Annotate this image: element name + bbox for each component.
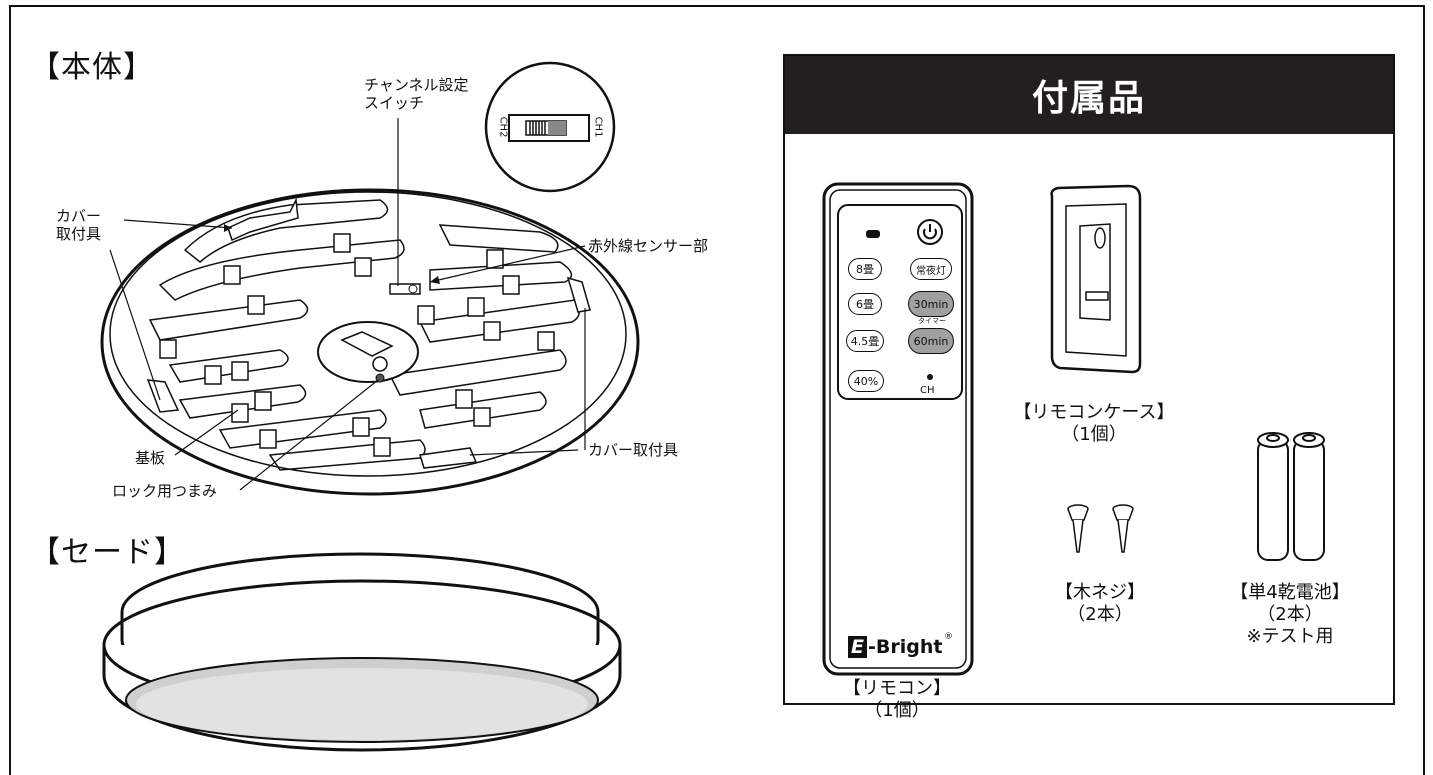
batteries-label: 【単4乾電池】 xyxy=(1230,582,1350,603)
timer-caption: タイマー xyxy=(918,317,946,325)
remote-button-6jo: 6畳 xyxy=(848,293,882,315)
cover-mount-right-label: カバー取付具 xyxy=(588,441,679,459)
remote-count: （1個） xyxy=(864,700,930,721)
diagram-frame xyxy=(9,5,1425,775)
remote-label: 【リモコン】 xyxy=(843,678,951,699)
screws-illustration xyxy=(1067,504,1134,553)
batteries-note: ※テスト用 xyxy=(1246,626,1334,647)
remote-case-label: 【リモコンケース】 xyxy=(1013,402,1175,423)
remote-button-45jo: 4.5畳 xyxy=(846,330,884,352)
batteries-illustration xyxy=(1257,432,1325,561)
remote-button-40pct: 40% xyxy=(848,370,884,392)
brand-mark: E xyxy=(848,636,867,658)
remote-button-8jo: 8畳 xyxy=(848,258,882,280)
remote-ch-label: CH xyxy=(920,385,935,396)
shade-heading: 【セード】 xyxy=(30,535,185,570)
board-label: 基板 xyxy=(135,449,166,467)
wood-screws-count: （2本） xyxy=(1067,604,1133,625)
ir-sensor-label: 赤外線センサー部 xyxy=(588,237,709,255)
lock-knob-label: ロック用つまみ xyxy=(112,482,218,500)
remote-button-60min: 60min xyxy=(908,328,954,354)
accessories-panel: 付属品 xyxy=(783,54,1395,705)
accessories-title: 付属品 xyxy=(785,56,1393,134)
wood-screws-label: 【木ネジ】 xyxy=(1055,582,1145,603)
cover-mount-left-label: カバー 取付具 xyxy=(56,207,102,243)
channel-switch-label: チャンネル設定 スイッチ xyxy=(364,76,469,112)
brand-name: -Bright xyxy=(868,636,943,658)
batteries-count: （2本） xyxy=(1257,604,1323,625)
shade-illustration xyxy=(102,552,622,752)
main-unit-heading: 【本体】 xyxy=(30,50,154,85)
remote-button-30min: 30min xyxy=(908,291,954,317)
remote-button-nightlight: 常夜灯 xyxy=(910,258,952,280)
registered-mark: ® xyxy=(944,632,953,642)
remote-case-count: （1個） xyxy=(1061,424,1127,445)
